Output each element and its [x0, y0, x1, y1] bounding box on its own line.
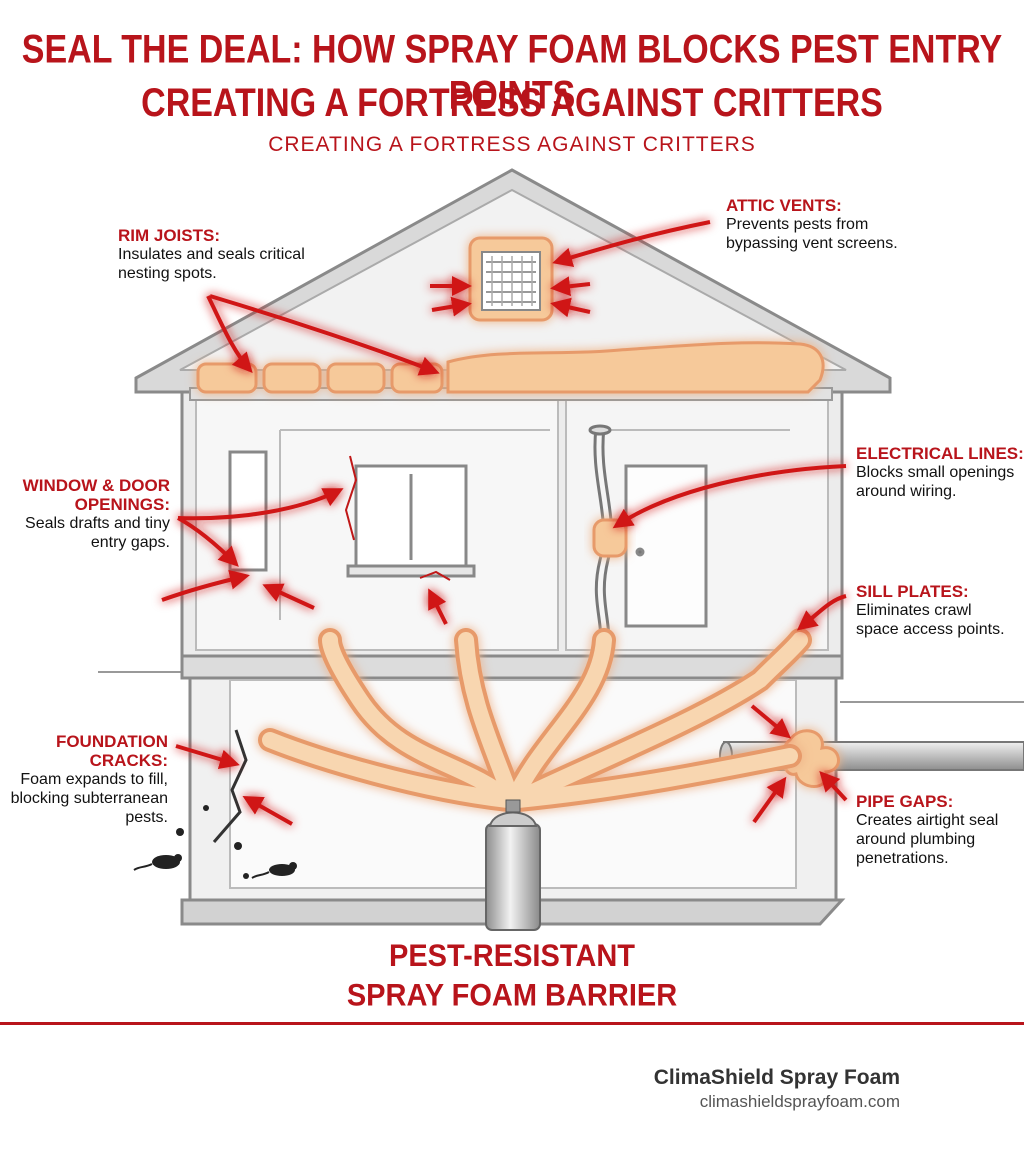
house-walls [180, 390, 846, 926]
callout-heading: RIM JOISTS: [118, 226, 221, 245]
callout-attic-vents: ATTIC VENTS: Prevents pests from bypassi… [726, 196, 926, 253]
callout-heading: ATTIC VENTS: [726, 196, 842, 215]
callout-text: Blocks small openings around wiring. [856, 464, 1015, 500]
brand-name: ClimaShield Spray Foam [653, 1066, 900, 1089]
barrier-label-line-1: PEST-RESISTANT [389, 938, 635, 974]
callout-text: Seals drafts and tiny entry gaps. [25, 515, 170, 551]
callout-window-door-openings: WINDOW & DOOR OPENINGS: Seals drafts and… [6, 476, 170, 552]
callout-sill-plates: SILL PLATES: Eliminates crawl space acce… [856, 582, 1006, 639]
callout-text: Prevents pests from bypassing vent scree… [726, 216, 898, 252]
callout-electrical-lines: ELECTRICAL LINES: Blocks small openings … [856, 444, 1024, 501]
callout-text: Insulates and seals critical nesting spo… [118, 246, 305, 282]
page-subtitle: CREATING A FORTRESS AGAINST CRITTERS [268, 133, 756, 156]
barrier-label: PEST-RESISTANT SPRAY FOAM BARRIER [0, 936, 1024, 1015]
callout-foundation-cracks: FOUNDATION CRACKS: Foam expands to fill,… [4, 732, 168, 827]
spray-foam-can [485, 799, 541, 931]
rodent-icon [133, 854, 297, 879]
barrier-label-line-2: SPRAY FOAM BARRIER [346, 978, 678, 1014]
page-title-line-2: CREATING A FORTRESS AGAINST CRITTERS [141, 80, 883, 126]
callout-heading: FOUNDATION CRACKS: [55, 732, 168, 770]
callout-heading: PIPE GAPS: [856, 792, 954, 811]
sill-crack [419, 570, 451, 581]
callout-heading: SILL PLATES: [856, 582, 969, 601]
callout-text: Creates airtight seal around plumbing pe… [856, 812, 999, 867]
electrical-lines [588, 424, 628, 651]
foam-streams [258, 628, 812, 812]
callout-text: Foam expands to fill, blocking subterran… [10, 771, 168, 826]
attic-vent [468, 236, 554, 322]
callout-rim-joists: RIM JOISTS: Insulates and seals critical… [118, 226, 318, 283]
callout-heading: WINDOW & DOOR OPENINGS: [22, 476, 170, 514]
callout-arrows [161, 220, 848, 826]
wall-crack [344, 455, 358, 541]
foundation-crack [212, 729, 248, 843]
footer-divider [0, 1022, 1024, 1025]
insect-icon [176, 805, 249, 879]
ground-line [98, 671, 1024, 703]
page-title: SEAL THE DEAL: HOW SPRAY FOAM BLOCKS PES… [21, 26, 1003, 118]
callout-text: Eliminates crawl space access points. [856, 602, 1005, 638]
house-cutaway-illustration [98, 168, 1024, 931]
callout-pipe-gaps: PIPE GAPS: Creates airtight seal around … [856, 792, 1022, 868]
callout-heading: ELECTRICAL LINES: [856, 444, 1024, 463]
brand-website: climashieldsprayfoam.com [699, 1092, 900, 1111]
